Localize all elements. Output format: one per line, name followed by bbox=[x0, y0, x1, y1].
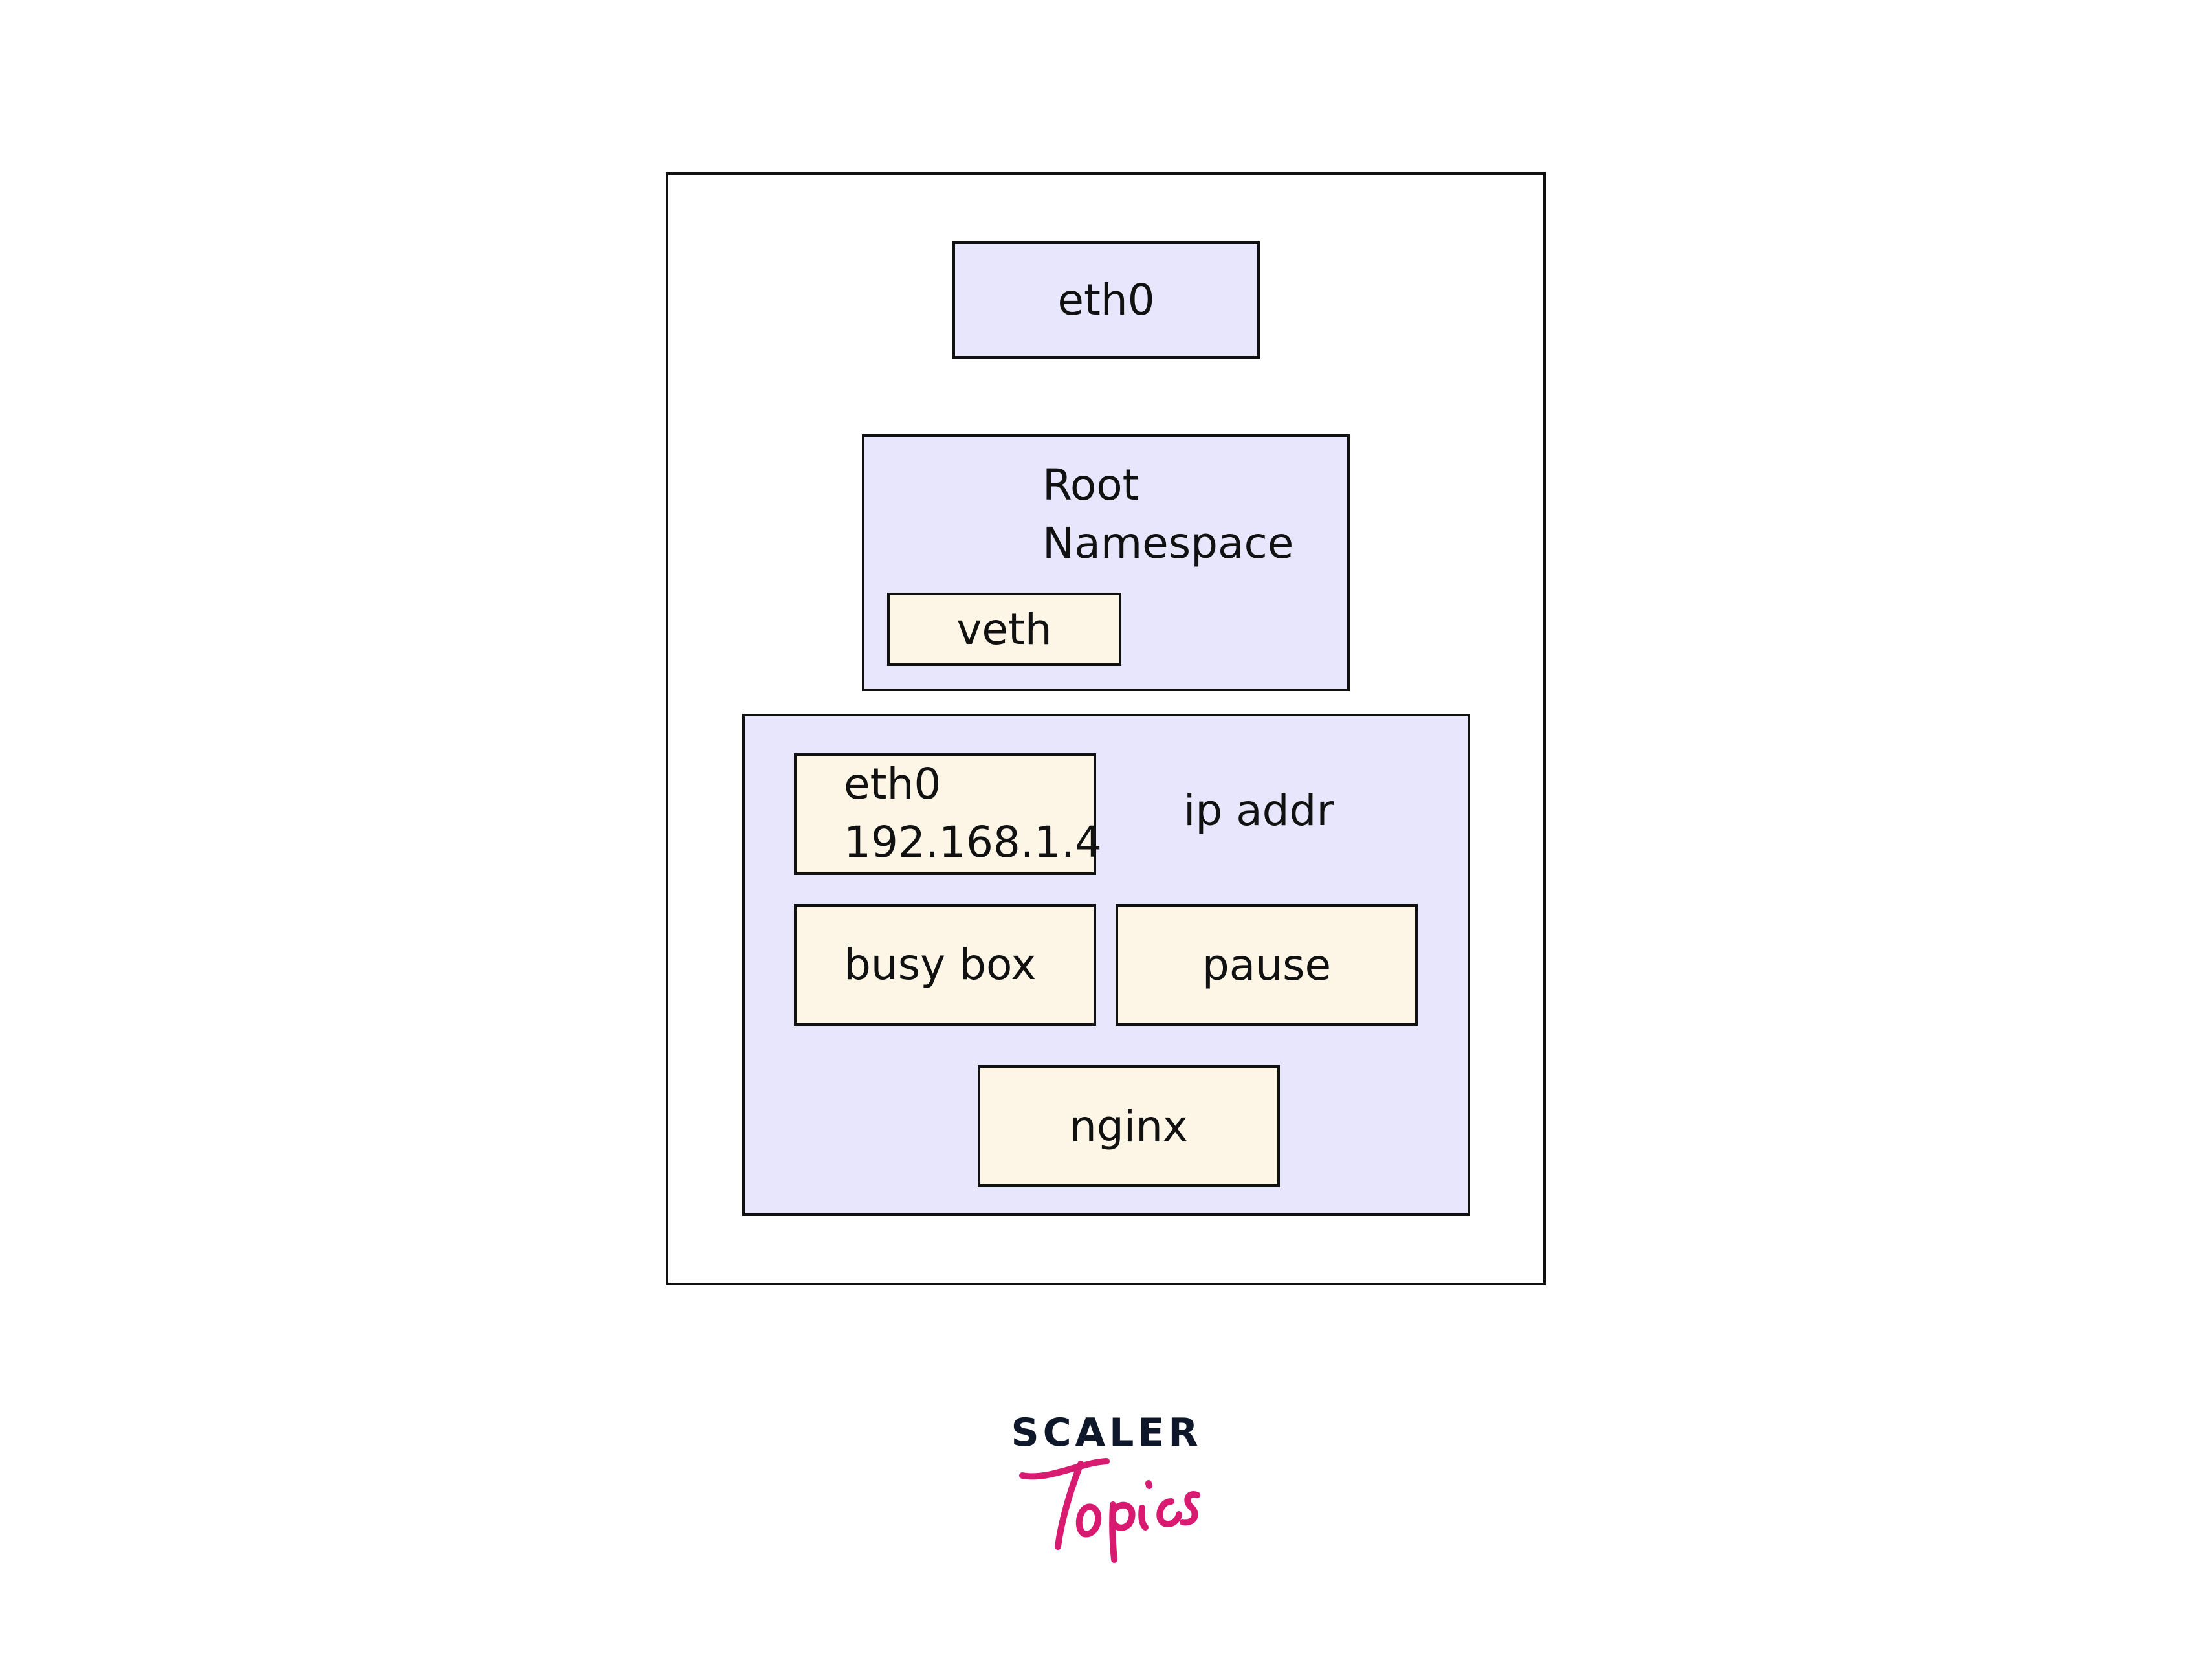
scaler-topics-logo: SCALER bbox=[1009, 1404, 1204, 1573]
container-nginx-label: nginx bbox=[1070, 1101, 1188, 1151]
host-eth0-label: eth0 bbox=[1057, 275, 1155, 325]
host-eth0: eth0 bbox=[952, 241, 1260, 359]
pod-eth0-ip: 192.168.1.4 bbox=[844, 817, 1102, 867]
container-busybox: busy box bbox=[794, 904, 1096, 1026]
svg-text:SCALER: SCALER bbox=[1011, 1410, 1202, 1455]
container-pause: pause bbox=[1116, 904, 1418, 1026]
veth: veth bbox=[887, 593, 1121, 666]
pod-eth0-name: eth0 bbox=[844, 759, 941, 809]
veth-label: veth bbox=[956, 604, 1052, 654]
root-namespace-title-line2: Namespace bbox=[1042, 518, 1294, 568]
container-pause-label: pause bbox=[1202, 940, 1332, 990]
container-busybox-label: busy box bbox=[844, 940, 1037, 989]
host-node bbox=[666, 172, 1546, 1285]
root-namespace-title-line1: Root bbox=[1042, 460, 1139, 510]
ip-addr-label: ip addr bbox=[1183, 786, 1334, 835]
pod-eth0 bbox=[794, 753, 1096, 875]
container-nginx: nginx bbox=[978, 1065, 1280, 1187]
